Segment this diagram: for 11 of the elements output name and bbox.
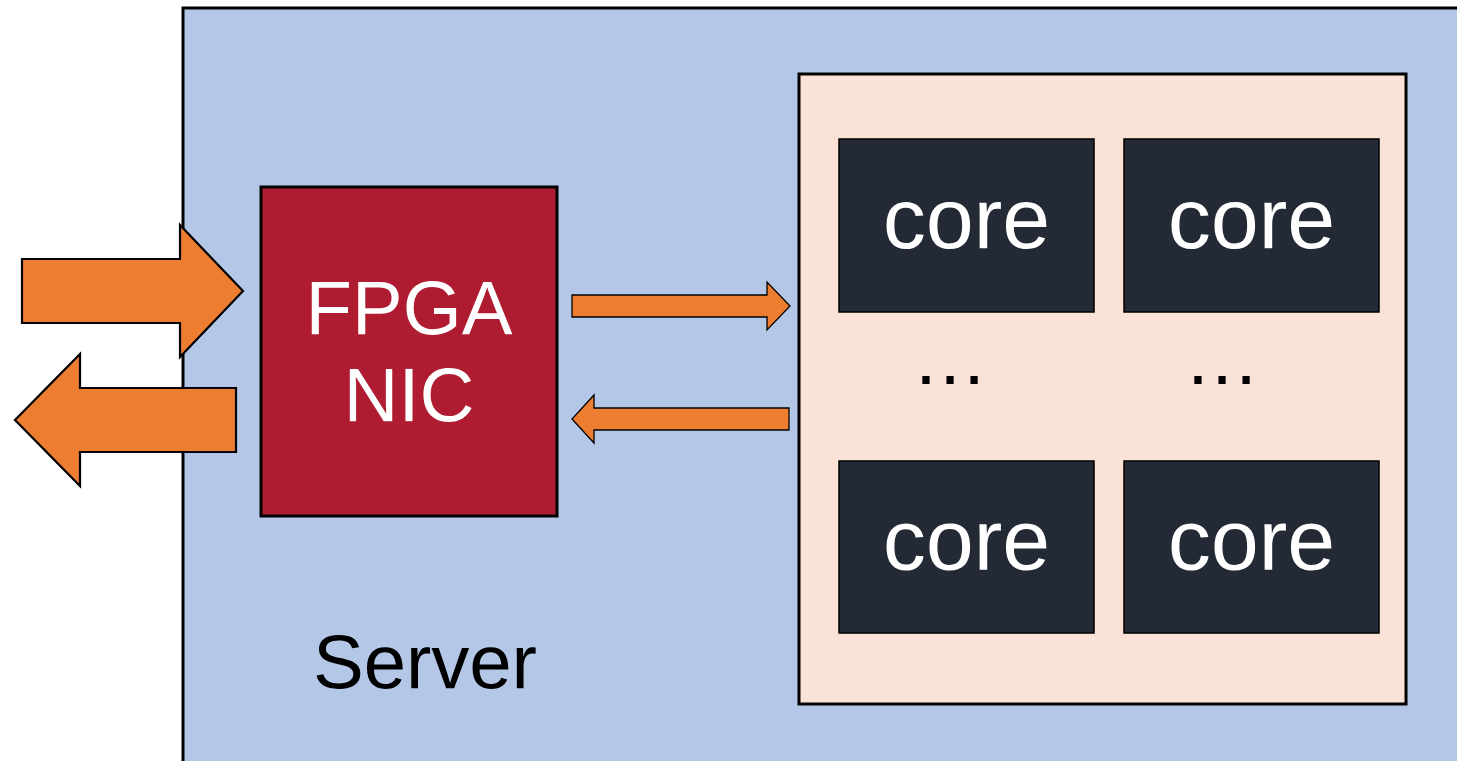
core-box: core bbox=[838, 460, 1095, 634]
block-arrow bbox=[20, 222, 245, 360]
block-arrow bbox=[571, 280, 791, 332]
ellipsis: … bbox=[922, 375, 978, 385]
core-box: core bbox=[838, 138, 1095, 313]
core-box: core bbox=[1123, 460, 1380, 634]
fpga-box: FPGA NIC bbox=[259, 185, 559, 518]
block-arrow bbox=[13, 351, 238, 489]
core-box: core bbox=[1123, 138, 1380, 313]
block-arrow bbox=[571, 393, 790, 445]
ellipsis: … bbox=[1194, 375, 1250, 385]
